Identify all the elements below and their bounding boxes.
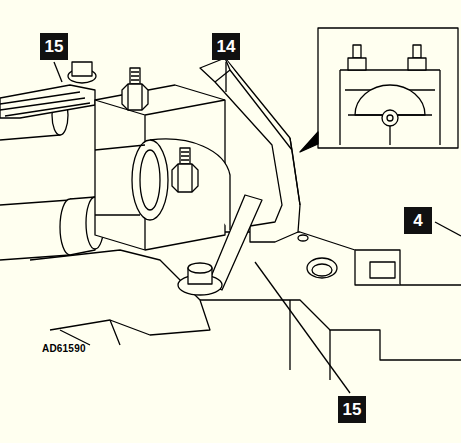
leader-line: [225, 62, 226, 92]
camshaft-journal: [132, 140, 168, 220]
camshaft-journal: [140, 150, 160, 210]
leader-line: [255, 262, 350, 393]
inset-pin: [382, 110, 398, 126]
camshaft: [95, 145, 145, 215]
callout-number: 4: [404, 207, 432, 234]
line-drawing: [0, 28, 461, 393]
nut: [178, 164, 192, 192]
feeler-blade: [208, 195, 262, 290]
stud-thread: [131, 72, 139, 84]
inset-pin: [387, 115, 393, 121]
head-boss: [370, 262, 395, 278]
casting: [60, 320, 120, 345]
callout-number: 15: [40, 33, 68, 60]
nut: [172, 164, 198, 192]
pivot-screw: [72, 62, 92, 76]
head-edge: [290, 300, 330, 380]
oil-hole: [307, 258, 337, 278]
leader-line: [54, 62, 62, 82]
inset-tool: [348, 115, 432, 145]
inset-nut: [348, 58, 426, 70]
inset-cap: [340, 70, 440, 145]
feeler-leaves: [0, 92, 90, 116]
setting-tool: [225, 58, 300, 205]
detail-inset: [318, 28, 458, 148]
oil-hole: [312, 264, 332, 276]
figure-code: AD61590: [42, 343, 86, 354]
nut: [122, 84, 148, 110]
inset-stud: [353, 45, 421, 58]
callout-number: 14: [212, 33, 240, 60]
dowel: [298, 235, 308, 241]
stud-thread: [181, 152, 189, 164]
callout-number: 15: [338, 396, 366, 423]
inset-pointer: [300, 132, 318, 152]
setting-tool: [215, 70, 230, 82]
bolt-head: [188, 263, 212, 273]
casting: [30, 250, 210, 335]
leader-line: [435, 222, 461, 236]
feeler-stack: [0, 85, 95, 118]
nut: [128, 84, 142, 110]
head-edge: [355, 250, 400, 285]
